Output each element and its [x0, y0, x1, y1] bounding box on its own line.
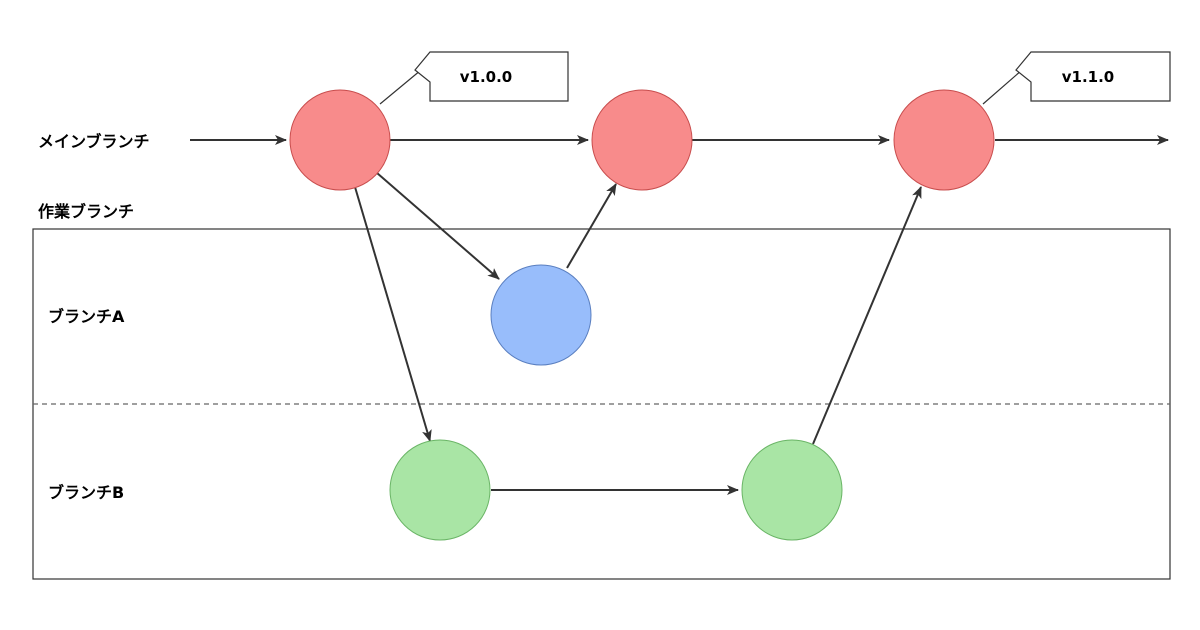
- main-branch-label: メインブランチ: [38, 132, 150, 151]
- branch-a-commit-1: [490, 264, 592, 366]
- edge-branch-b-to-main: [812, 186, 922, 445]
- main-commit-2: [591, 89, 693, 191]
- branch-b-commit-1: [389, 439, 491, 541]
- branch-b-commit-2: [741, 439, 843, 541]
- edge-main-to-branch-b: [354, 186, 432, 442]
- work-branch-label: 作業ブランチ: [38, 202, 134, 221]
- tag-v1-1-0-text: v1.1.0: [1062, 68, 1115, 86]
- branch-a-label: ブランチA: [48, 307, 125, 326]
- edge-branch-a-to-main: [566, 183, 617, 269]
- tag-v1-1-0: v1.1.0: [982, 51, 1171, 105]
- main-commit-3: [893, 89, 995, 191]
- tag-v1-0-0-text: v1.0.0: [460, 68, 513, 86]
- branch-b-label: ブランチB: [48, 483, 124, 502]
- tag-v1-0-0: v1.0.0: [379, 51, 569, 105]
- edge-main-to-branch-a: [376, 172, 500, 280]
- main-commit-1: [289, 89, 391, 191]
